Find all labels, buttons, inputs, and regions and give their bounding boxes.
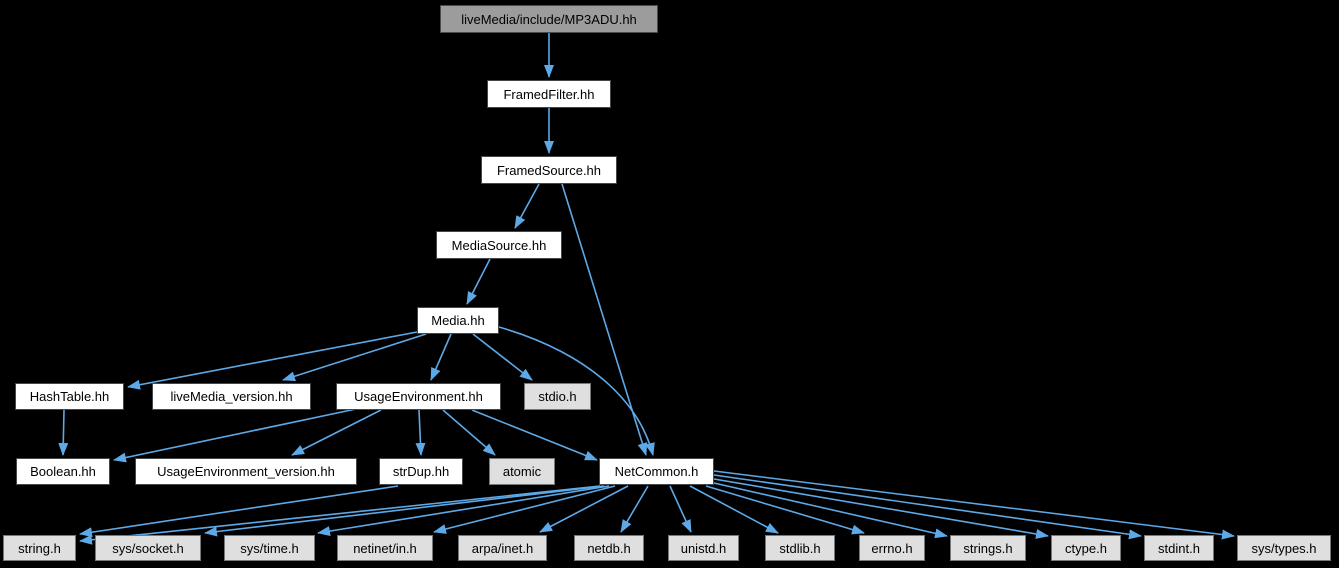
edge-netcommon-to-stdlib bbox=[689, 485, 779, 534]
node-sys-socket-h: sys/socket.h bbox=[95, 535, 201, 561]
node-livemedia-version-hh[interactable]: liveMedia_version.hh bbox=[152, 383, 311, 410]
edge-usageenvironment-to-strdup bbox=[415, 409, 426, 456]
node-ctype-h: ctype.h bbox=[1051, 535, 1121, 561]
node-usageenvironment-hh[interactable]: UsageEnvironment.hh bbox=[336, 383, 501, 410]
node-mp3adu-hh: liveMedia/include/MP3ADU.hh bbox=[440, 5, 658, 33]
edge-netcommon-to-arpa-inet bbox=[539, 485, 629, 533]
edge-usageenvironment-to-netcommon bbox=[471, 409, 598, 461]
edge-netcommon-to-sys-time bbox=[317, 485, 610, 537]
node-stdio-h: stdio.h bbox=[524, 383, 591, 410]
edge-netcommon-to-stdint bbox=[713, 474, 1142, 540]
node-string-h: string.h bbox=[3, 535, 76, 561]
node-framedsource-hh[interactable]: FramedSource.hh bbox=[481, 156, 617, 184]
edge-strdup-to-string bbox=[79, 485, 399, 538]
node-usageenvironment-version-hh[interactable]: UsageEnvironment_version.hh bbox=[135, 458, 357, 485]
node-boolean-hh[interactable]: Boolean.hh bbox=[16, 458, 110, 485]
edge-framedsource-to-mediasource bbox=[514, 183, 540, 229]
edge-netcommon-to-strings bbox=[713, 482, 948, 539]
node-netcommon-h[interactable]: NetCommon.h bbox=[599, 458, 714, 485]
node-unistd-h: unistd.h bbox=[668, 535, 739, 561]
node-strings-h: strings.h bbox=[950, 535, 1026, 561]
node-strdup-hh[interactable]: strDup.hh bbox=[379, 458, 463, 485]
node-sys-time-h: sys/time.h bbox=[224, 535, 315, 561]
node-media-hh[interactable]: Media.hh bbox=[417, 307, 499, 334]
edge-usageenvironment-to-ue-version bbox=[291, 409, 382, 456]
edge-usageenvironment-to-atomic bbox=[442, 409, 496, 456]
node-framedfilter-hh[interactable]: FramedFilter.hh bbox=[487, 80, 611, 108]
edge-media-to-stdio bbox=[472, 333, 533, 381]
node-stdint-h: stdint.h bbox=[1144, 535, 1214, 561]
edge-netcommon-to-ctype bbox=[713, 478, 1049, 539]
edge-netcommon-to-sys-types bbox=[713, 470, 1235, 540]
edge-netcommon-to-netinet-in bbox=[433, 485, 616, 534]
node-hashtable-hh[interactable]: HashTable.hh bbox=[15, 383, 124, 410]
node-errno-h: errno.h bbox=[859, 535, 925, 561]
edge-netcommon-to-sys-socket bbox=[204, 485, 605, 537]
edge-netcommon-to-errno bbox=[705, 485, 865, 535]
node-netinet-in-h: netinet/in.h bbox=[337, 535, 433, 561]
edge-media-to-livemedia-version bbox=[282, 333, 427, 382]
edge-media-to-hashtable bbox=[127, 331, 418, 390]
edge-netcommon-to-netdb bbox=[620, 485, 649, 533]
node-arpa-inet-h: arpa/inet.h bbox=[458, 535, 547, 561]
node-sys-types-h: sys/types.h bbox=[1237, 535, 1331, 561]
edge-hashtable-to-boolean bbox=[58, 409, 69, 456]
node-netdb-h: netdb.h bbox=[574, 535, 644, 561]
edge-framedsource-to-netcommon bbox=[561, 183, 648, 456]
edge-usageenvironment-to-boolean bbox=[113, 408, 357, 463]
node-atomic: atomic bbox=[489, 458, 555, 485]
edge-netcommon-to-unistd bbox=[669, 485, 692, 533]
node-stdlib-h: stdlib.h bbox=[765, 535, 835, 561]
node-mediasource-hh[interactable]: MediaSource.hh bbox=[436, 231, 562, 259]
edge-netcommon-to-string bbox=[79, 485, 601, 545]
edge-mediasource-to-media bbox=[466, 258, 491, 305]
edge-media-to-usageenvironment bbox=[430, 333, 452, 381]
